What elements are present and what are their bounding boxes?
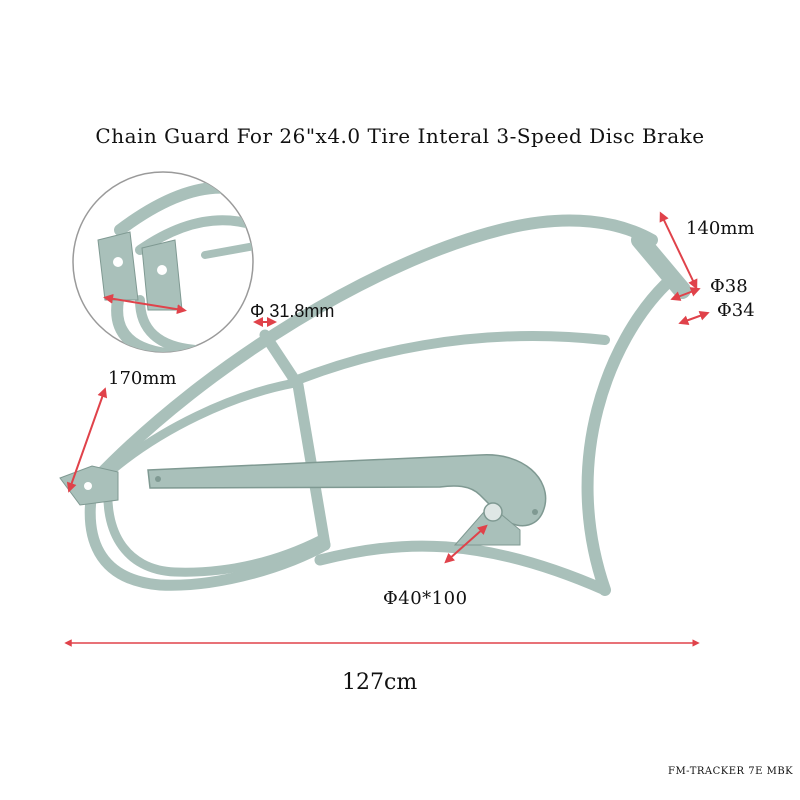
head-tube-inner-label: Φ34 (717, 300, 755, 321)
chain-stay (84, 469, 331, 591)
head-inner-arrow (678, 311, 710, 325)
head-tube-outer-label: Φ38 (710, 276, 748, 297)
front-sweep (581, 279, 671, 596)
zoom-width-arrow (103, 293, 187, 315)
rear-stay (107, 378, 300, 475)
top-tube (89, 214, 658, 486)
dropout-width-label: 170mm (108, 368, 177, 389)
down-tube (314, 540, 611, 596)
mid-tube (287, 331, 610, 387)
rear-dropout (59, 465, 119, 506)
seat-tube (259, 329, 331, 551)
head-tube-length-label: 140mm (686, 218, 755, 239)
bottom-bracket-label: Φ40*100 (383, 588, 468, 609)
dimension-arrows (64, 211, 710, 647)
dropout-zoom-inset (72, 171, 254, 353)
diagram-title: Chain Guard For 26"x4.0 Tire Interal 3-S… (95, 124, 705, 148)
seat-tube-label: Φ 31.8mm (250, 301, 335, 321)
seat-stay (103, 465, 325, 577)
head-tube-length-arrow (659, 211, 698, 290)
head-outer-arrow (670, 287, 701, 301)
model-number: FM-TRACKER 7E MBK (668, 766, 794, 777)
bottom-bracket-arrow (444, 524, 488, 564)
overall-length-label: 127cm (342, 670, 418, 695)
chain-guard (147, 454, 547, 527)
dropout-width-arrow (66, 387, 108, 493)
